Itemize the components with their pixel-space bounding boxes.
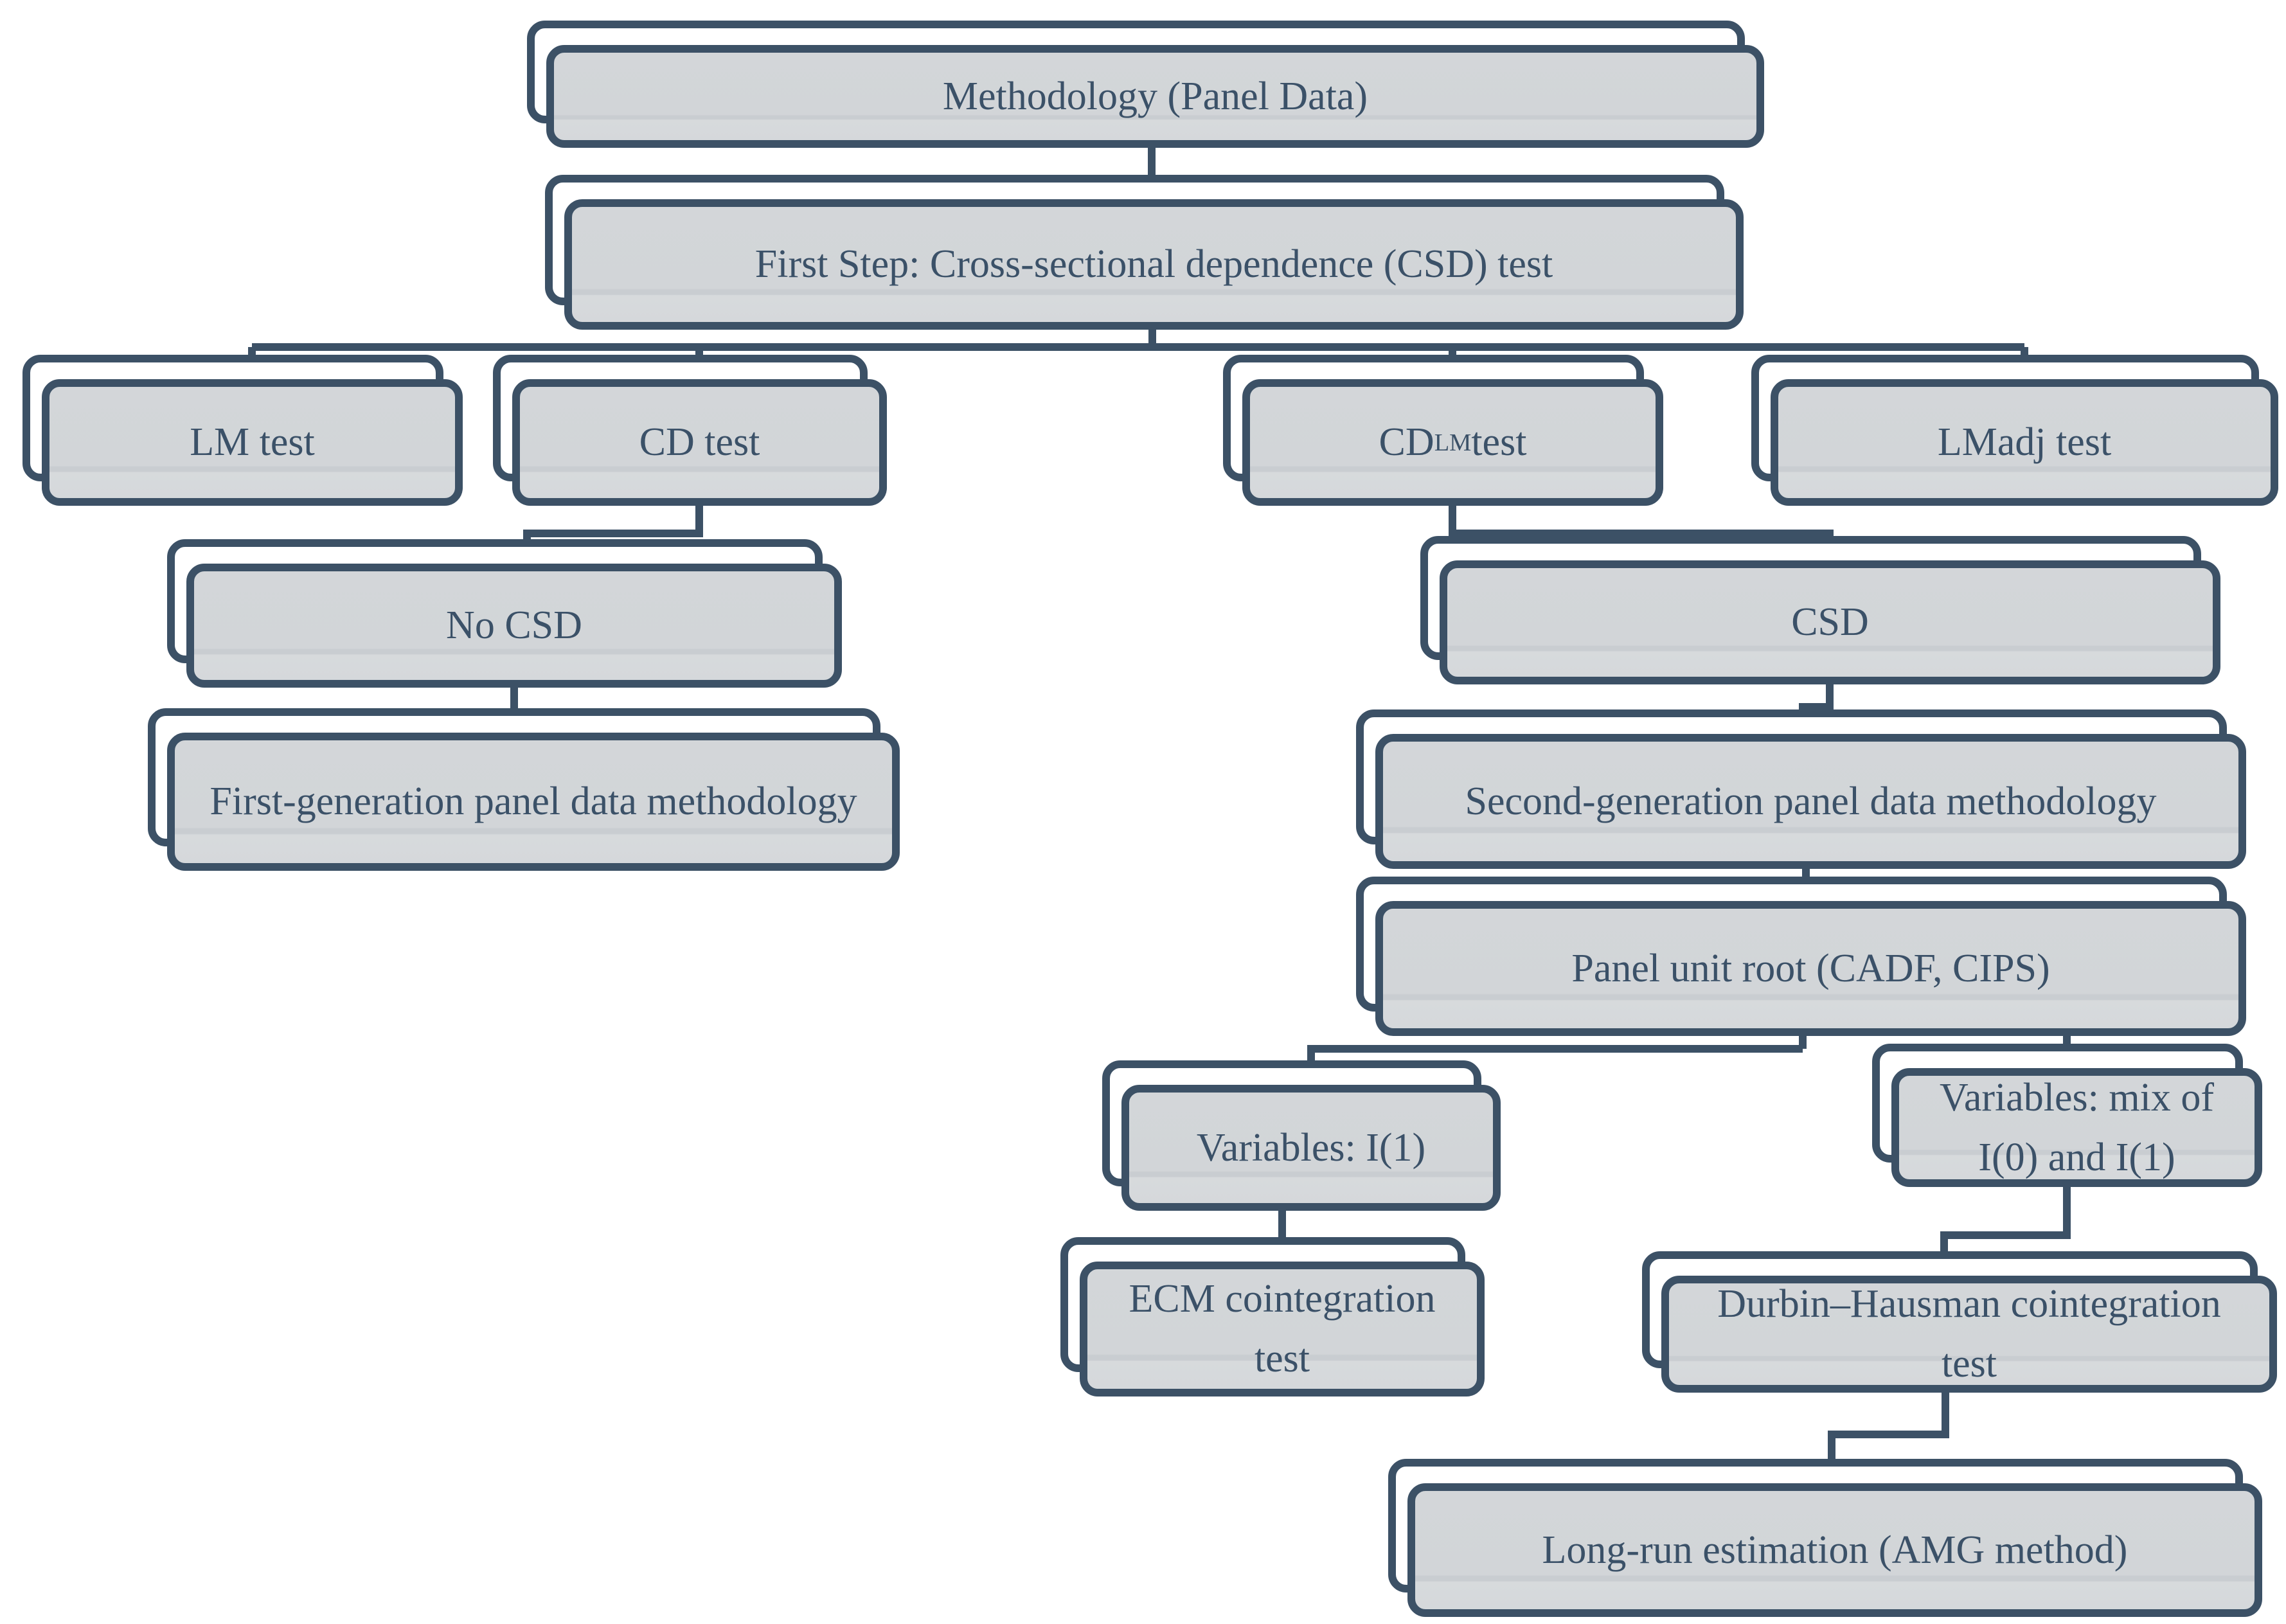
node-label: Panel unit root (CADF, CIPS) — [1375, 901, 2246, 1036]
node-label-text: CD test — [639, 420, 760, 464]
flow-node-ecm-cointegration: ECM cointegration test — [1060, 1237, 1485, 1396]
node-label: No CSD — [186, 564, 842, 688]
flow-node-durbin-hausman: Durbin–Hausman cointegration test — [1642, 1251, 2277, 1393]
node-label: Second-generation panel data methodology — [1375, 734, 2246, 869]
flow-node-second-generation: Second-generation panel data methodology — [1356, 709, 2246, 869]
node-label: ECM cointegration test — [1080, 1262, 1485, 1396]
node-label: LM test — [42, 379, 463, 506]
flow-node-lmadj-test: LMadj test — [1751, 355, 2278, 506]
flow-node-lm-test: LM test — [22, 355, 463, 506]
flow-node-variables-mix: Variables: mix of I(0) and I(1) — [1872, 1044, 2262, 1187]
node-label: Methodology (Panel Data) — [546, 45, 1764, 148]
flow-node-first-step: First Step: Cross-sectional dependence (… — [545, 175, 1744, 330]
node-label: CD test — [512, 379, 887, 506]
cdlm-suffix: test — [1471, 420, 1527, 464]
flow-node-first-generation: First-generation panel data methodology — [148, 708, 900, 871]
node-label: Variables: mix of I(0) and I(1) — [1891, 1068, 2262, 1187]
flow-node-variables-i1: Variables: I(1) — [1102, 1060, 1501, 1211]
cdlm-prefix: CD — [1379, 420, 1434, 464]
node-label: First-generation panel data methodology — [167, 733, 900, 871]
flow-node-csd: CSD — [1420, 536, 2220, 684]
node-label: Variables: I(1) — [1121, 1085, 1501, 1211]
node-label: LMadj test — [1771, 379, 2278, 506]
node-label: Durbin–Hausman cointegration test — [1661, 1276, 2277, 1393]
node-label: CSD — [1440, 560, 2220, 684]
node-label: First Step: Cross-sectional dependence (… — [564, 199, 1744, 330]
flow-node-panel-unit-root: Panel unit root (CADF, CIPS) — [1356, 877, 2246, 1036]
flow-node-long-run: Long-run estimation (AMG method) — [1388, 1459, 2262, 1617]
node-label: Long-run estimation (AMG method) — [1407, 1483, 2262, 1617]
flow-node-cd-test: CD test — [493, 355, 887, 506]
flow-node-methodology: Methodology (Panel Data) — [527, 21, 1764, 148]
flow-node-no-csd: No CSD — [167, 539, 842, 688]
